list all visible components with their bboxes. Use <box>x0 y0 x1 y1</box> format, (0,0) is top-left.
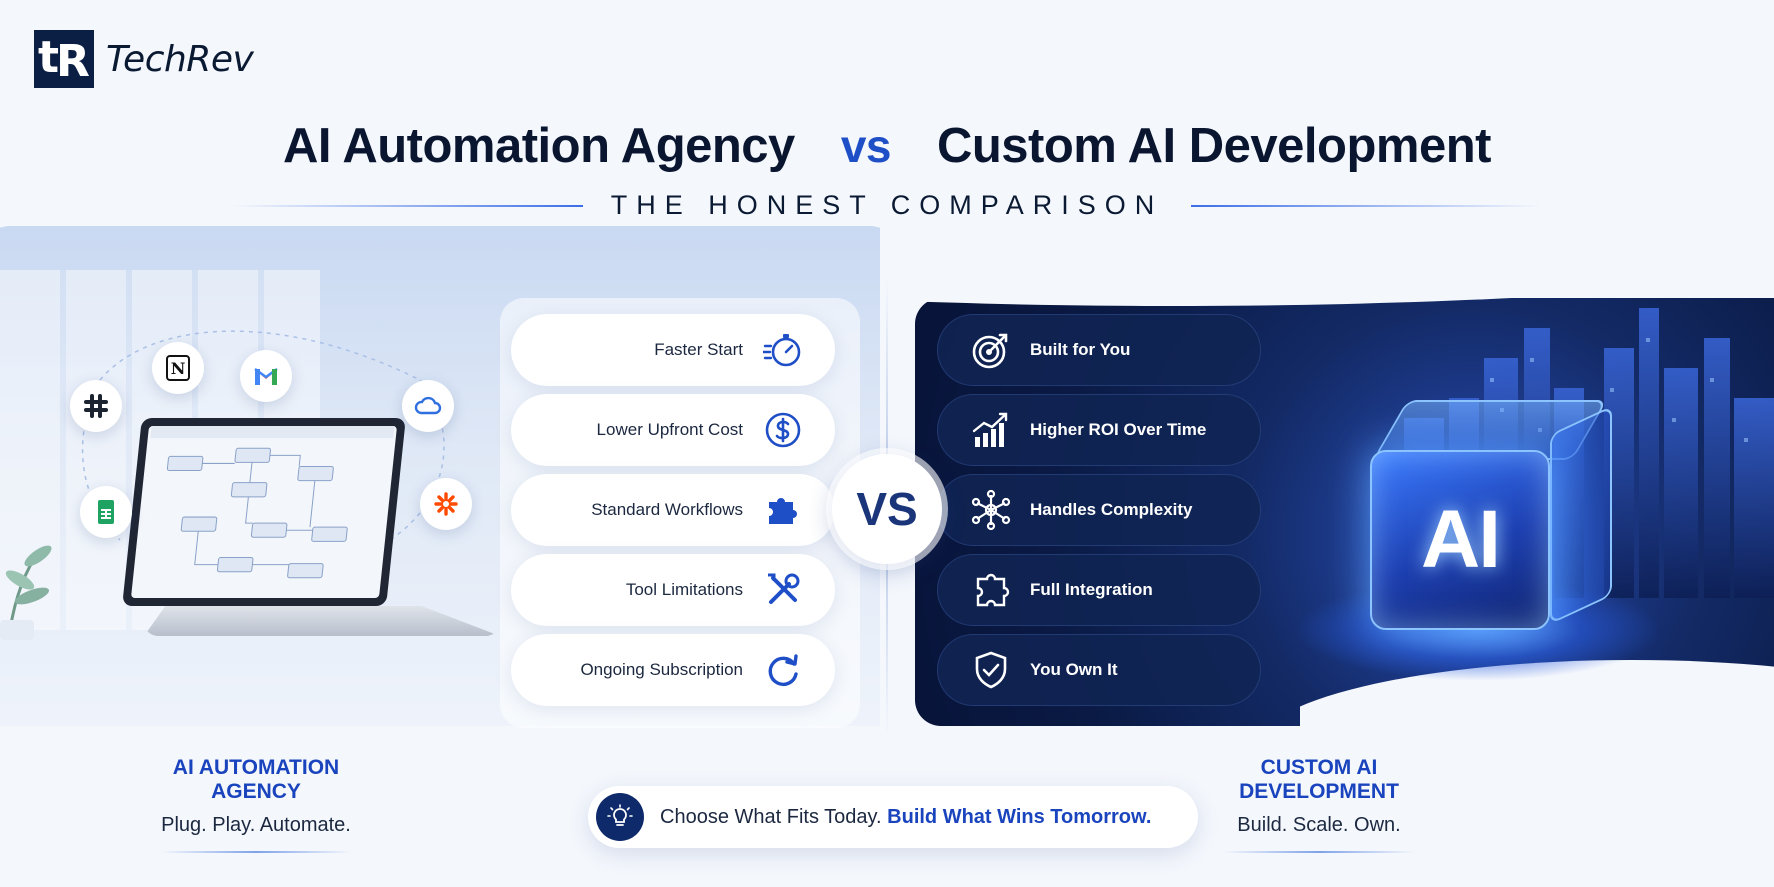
cta-pill[interactable]: Choose What Fits Today. Build What Wins … <box>588 786 1198 848</box>
subtitle-rule-right <box>1191 204 1542 207</box>
cube-side-face <box>1550 405 1612 625</box>
footer-left: AI AUTOMATION AGENCY Plug. Play. Automat… <box>130 756 382 853</box>
puzzle-icon <box>769 498 797 524</box>
center-vs-text: VS <box>856 483 918 535</box>
notion-letter: N <box>171 359 186 378</box>
shield-icon <box>975 651 1007 689</box>
footer-right-tagline: Build. Scale. Own. <box>1237 814 1401 836</box>
left-card-faster-start: Faster Start <box>511 314 835 386</box>
title-vs: vs <box>840 120 892 172</box>
cube-ai-label: AI <box>1421 494 1501 585</box>
footer-right-rule <box>1224 851 1414 853</box>
left-card-label: Lower Upfront Cost <box>596 420 743 439</box>
brand-logo[interactable]: t R TechRev <box>34 30 254 88</box>
right-card-handles-complexity: Handles Complexity <box>937 474 1261 546</box>
target-icon <box>972 333 1008 369</box>
right-card-you-own-it: You Own It <box>937 634 1261 706</box>
workflow-diagram-screen <box>130 426 398 598</box>
growth-chart-icon <box>972 412 1008 447</box>
right-card-higher-roi: Higher ROI Over Time <box>937 394 1261 466</box>
logo-mark: t R <box>34 30 94 88</box>
left-card-lower-upfront-cost: Lower Upfront Cost <box>511 394 835 466</box>
zapier-icon <box>420 478 472 530</box>
footer-left-tagline: Plug. Play. Automate. <box>161 814 351 836</box>
right-card-label: Higher ROI Over Time <box>1030 420 1207 439</box>
page-title: AI Automation Agency vs Custom AI Developm… <box>0 118 1774 174</box>
left-card-standard-workflows: Standard Workflows <box>511 474 835 546</box>
cube-front-face: AI <box>1370 450 1550 630</box>
footer-left-title: AI AUTOMATION AGENCY <box>172 756 340 803</box>
dollar-icon <box>765 412 801 448</box>
stopwatch-icon <box>763 334 801 367</box>
laptop-screen <box>122 418 406 606</box>
left-card-label: Faster Start <box>654 340 743 359</box>
cloud-icon <box>402 380 454 432</box>
center-vs-badge: VS <box>832 454 942 564</box>
lightbulb-icon <box>596 793 644 841</box>
refresh-icon <box>768 654 798 687</box>
title-left: AI Automation Agency <box>283 119 795 173</box>
right-card-built-for-you: Built for You <box>937 314 1261 386</box>
title-right: Custom AI Development <box>936 119 1491 173</box>
subtitle-row: THE HONEST COMPARISON <box>0 190 1774 221</box>
footer-right: CUSTOM AI DEVELOPMENT Build. Scale. Own. <box>1186 756 1452 853</box>
cta-bold-text: Build What Wins Tomorrow. <box>887 805 1152 828</box>
footer-right-title: CUSTOM AI DEVELOPMENT <box>1239 756 1399 803</box>
sheets-icon <box>80 486 132 538</box>
workflow-connectors <box>81 330 445 541</box>
integration-icon <box>976 573 1010 607</box>
right-top-curve-decoration <box>915 226 1774 306</box>
right-card-label: Full Integration <box>1030 580 1153 599</box>
cta-text: Choose What Fits Today. Build What Wins … <box>660 806 1151 829</box>
plant-decoration <box>0 545 52 640</box>
workflow-diagram <box>150 426 395 579</box>
right-card-label: You Own It <box>1030 660 1118 679</box>
left-card-label: Ongoing Subscription <box>580 660 743 679</box>
ai-cube-illustration: AI <box>1288 390 1668 700</box>
right-card-label: Built for You <box>1030 340 1131 359</box>
left-card-label: Tool Limitations <box>625 580 743 599</box>
page-subtitle: THE HONEST COMPARISON <box>610 190 1164 220</box>
footer-left-rule <box>161 851 351 853</box>
tools-icon <box>768 573 800 604</box>
gmail-icon <box>240 350 292 402</box>
left-card-label: Standard Workflows <box>591 500 743 519</box>
logo-mark-letter-r: R <box>56 36 90 87</box>
notion-icon: N <box>152 342 204 394</box>
left-card-ongoing-subscription: Ongoing Subscription <box>511 634 835 706</box>
left-card-tool-limitations: Tool Limitations <box>511 554 835 626</box>
slack-icon <box>70 380 122 432</box>
right-card-full-integration: Full Integration <box>937 554 1261 626</box>
network-icon <box>971 489 1011 531</box>
cta-plain-text: Choose What Fits Today. <box>660 805 882 828</box>
brand-name: TechRev <box>106 38 254 80</box>
right-card-label: Handles Complexity <box>1030 500 1193 519</box>
logo-mark-letter-t: t <box>38 32 60 83</box>
subtitle-rule-left <box>232 204 583 207</box>
